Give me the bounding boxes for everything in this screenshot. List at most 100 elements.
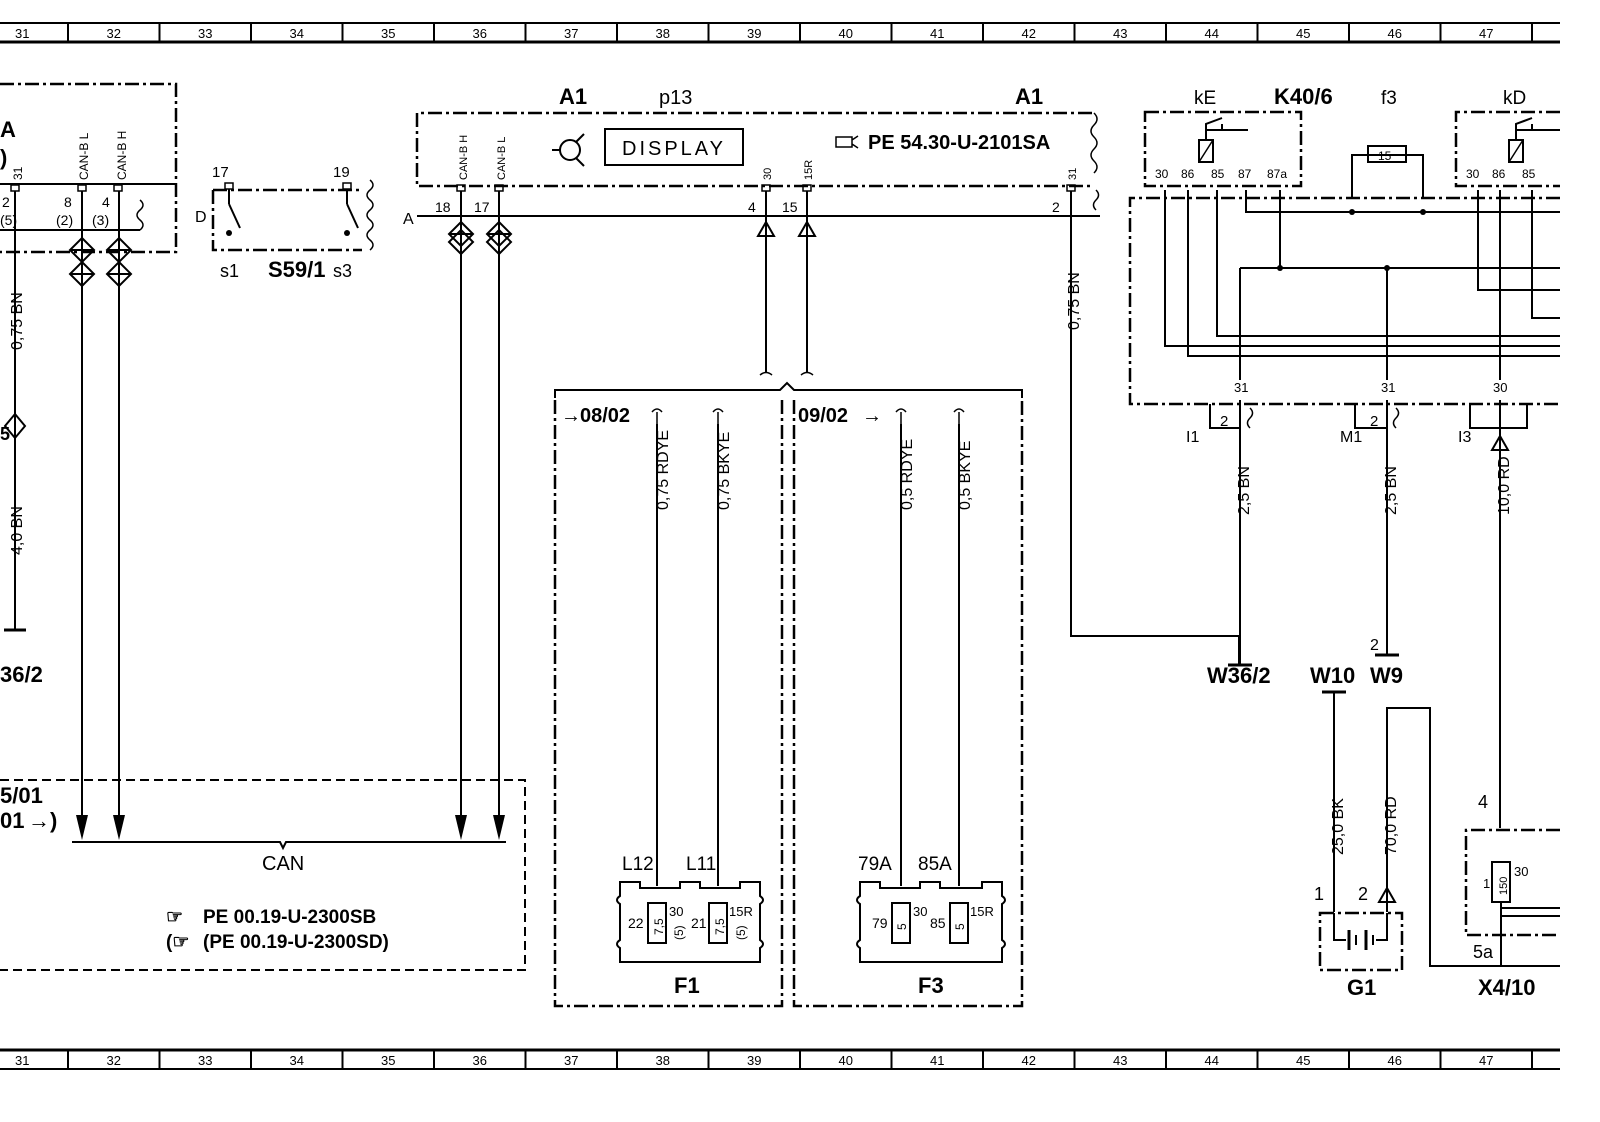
pin-number: 17: [474, 199, 490, 215]
grid-column-label: 35: [381, 26, 395, 41]
relay-coil-icon: [1508, 117, 1560, 163]
grid-column-label: 42: [1022, 26, 1036, 41]
wire-label: 4,0 BN: [9, 506, 26, 555]
switch-s59-1: 17 19 D s1 S59/1 s3: [195, 164, 374, 282]
relay-pin: 30: [1155, 167, 1169, 181]
pin-number: 4: [102, 194, 110, 210]
module-id-fragment: A: [0, 117, 16, 142]
grid-column-label: 45: [1296, 1053, 1310, 1068]
ref-fragment: 01: [0, 808, 24, 833]
fuse-number: 22: [628, 915, 644, 931]
grid-column-label: 36: [473, 26, 487, 41]
fuse-number: 85: [930, 915, 946, 931]
module-id-fragment-2: ): [0, 145, 7, 170]
junction-dots: [1277, 209, 1426, 271]
reference-label: PE 54.30-U-2101SA: [868, 132, 1050, 154]
relay-pin: 85: [1211, 167, 1225, 181]
grid-column-label: 35: [381, 1053, 395, 1068]
relay-pin: 86: [1492, 167, 1506, 181]
pin-label: CAN-B L: [496, 137, 508, 180]
ground-pin: 2: [1370, 637, 1379, 654]
wire-label: 0,75 RDYE: [655, 430, 672, 510]
grid-column-label: 41: [930, 1053, 944, 1068]
fuse-label: f3: [1381, 88, 1397, 109]
pin-label: CAN-B H: [458, 135, 470, 180]
grid-column-label: 33: [198, 1053, 212, 1068]
fuse-number: 1: [1483, 876, 1490, 891]
wire-label: 0,75 BN: [9, 292, 26, 350]
source-ref: 08/02: [580, 405, 630, 427]
ground-points: W36/2 W10 2 W9: [1207, 637, 1403, 688]
fuse-number: 79: [872, 915, 888, 931]
ground-label: W36/2: [1207, 663, 1271, 688]
arrow-icon: →: [862, 405, 882, 427]
grid-column-label: 31: [15, 26, 29, 41]
wire-label: 25,0 BK: [1330, 798, 1347, 855]
terminal-label: 79A: [858, 854, 892, 875]
ground-label: W9: [1370, 663, 1403, 688]
module-id-fragment-3: 5: [0, 424, 10, 444]
grid-column-label: 40: [839, 1053, 853, 1068]
fuse-icon: [949, 902, 969, 944]
reference-label: (PE 00.19-U-2300SD): [203, 932, 389, 953]
grid-column-label: 46: [1388, 26, 1402, 41]
grid-column-label: 32: [107, 26, 121, 41]
out-pin: 31: [1381, 380, 1395, 395]
relay-coil-icon: [1198, 117, 1248, 163]
ground-label: W10: [1310, 663, 1355, 688]
grid-column-label: 43: [1113, 26, 1127, 41]
switch-id: S59/1: [268, 257, 326, 282]
grid-column-label: 38: [656, 26, 670, 41]
fuse-icon: [708, 902, 728, 944]
plug-pin: 2: [1220, 413, 1228, 430]
battery-pin: 1: [1314, 884, 1324, 904]
relay-pin: 85: [1522, 167, 1536, 181]
grid-column-label: 32: [107, 1053, 121, 1068]
grid-column-label: 43: [1113, 1053, 1127, 1068]
circuit-label: 30: [1514, 864, 1528, 879]
sub-label: (5): [734, 925, 748, 940]
relay-module-id: K40/6: [1274, 84, 1333, 109]
fuse-icon: [891, 902, 911, 944]
reference-icon: (☞: [166, 932, 189, 953]
source-ref: 09/02: [798, 405, 848, 427]
ground-label: 36/2: [0, 662, 43, 687]
relay-pin: 86: [1181, 167, 1195, 181]
fuse-value: 5: [895, 923, 909, 930]
battery-pin: 2: [1358, 884, 1368, 904]
relay-label: kE: [1194, 88, 1216, 109]
grid-column-label: 45: [1296, 26, 1310, 41]
pin-label: 31: [11, 166, 25, 180]
grid-column-label: 37: [564, 26, 578, 41]
fuse-value: 150: [1498, 877, 1510, 895]
wire-label: 2,5 BN: [1236, 466, 1253, 515]
wire-label: 10,0 RD: [1496, 456, 1513, 515]
pin-alt: (2): [56, 212, 73, 228]
circuit-label: 30: [669, 904, 683, 919]
wire-label: 70,0 RD: [1383, 796, 1400, 855]
wire-label: 0,75 BKYE: [716, 432, 733, 510]
pin-number: 15: [782, 199, 798, 215]
reference-label: PE 00.19-U-2300SB: [203, 907, 376, 928]
bus-label: CAN: [262, 853, 304, 875]
grid-column-label: 39: [747, 26, 761, 41]
grid-column-label: 47: [1479, 26, 1493, 41]
fuse-value: 5: [953, 923, 967, 930]
contact-label: s3: [333, 261, 352, 281]
pin-alt: (5): [0, 212, 17, 228]
relay-pin: 30: [1466, 167, 1480, 181]
pin-label: CAN-B H: [115, 131, 129, 180]
reference-icon: ☞: [166, 907, 183, 928]
side-label: A: [403, 211, 414, 228]
grid-column-label: 38: [656, 1053, 670, 1068]
grid-column-label: 41: [930, 26, 944, 41]
relay-pin: 87: [1238, 167, 1252, 181]
grid-column-label: 37: [564, 1053, 578, 1068]
terminal-label: L11: [686, 854, 716, 875]
terminal-block-x4-10: 4 150 1 30 5a X4/10: [1464, 792, 1560, 1000]
terminal-pin: 4: [1478, 792, 1488, 812]
out-pin: 30: [1493, 380, 1507, 395]
